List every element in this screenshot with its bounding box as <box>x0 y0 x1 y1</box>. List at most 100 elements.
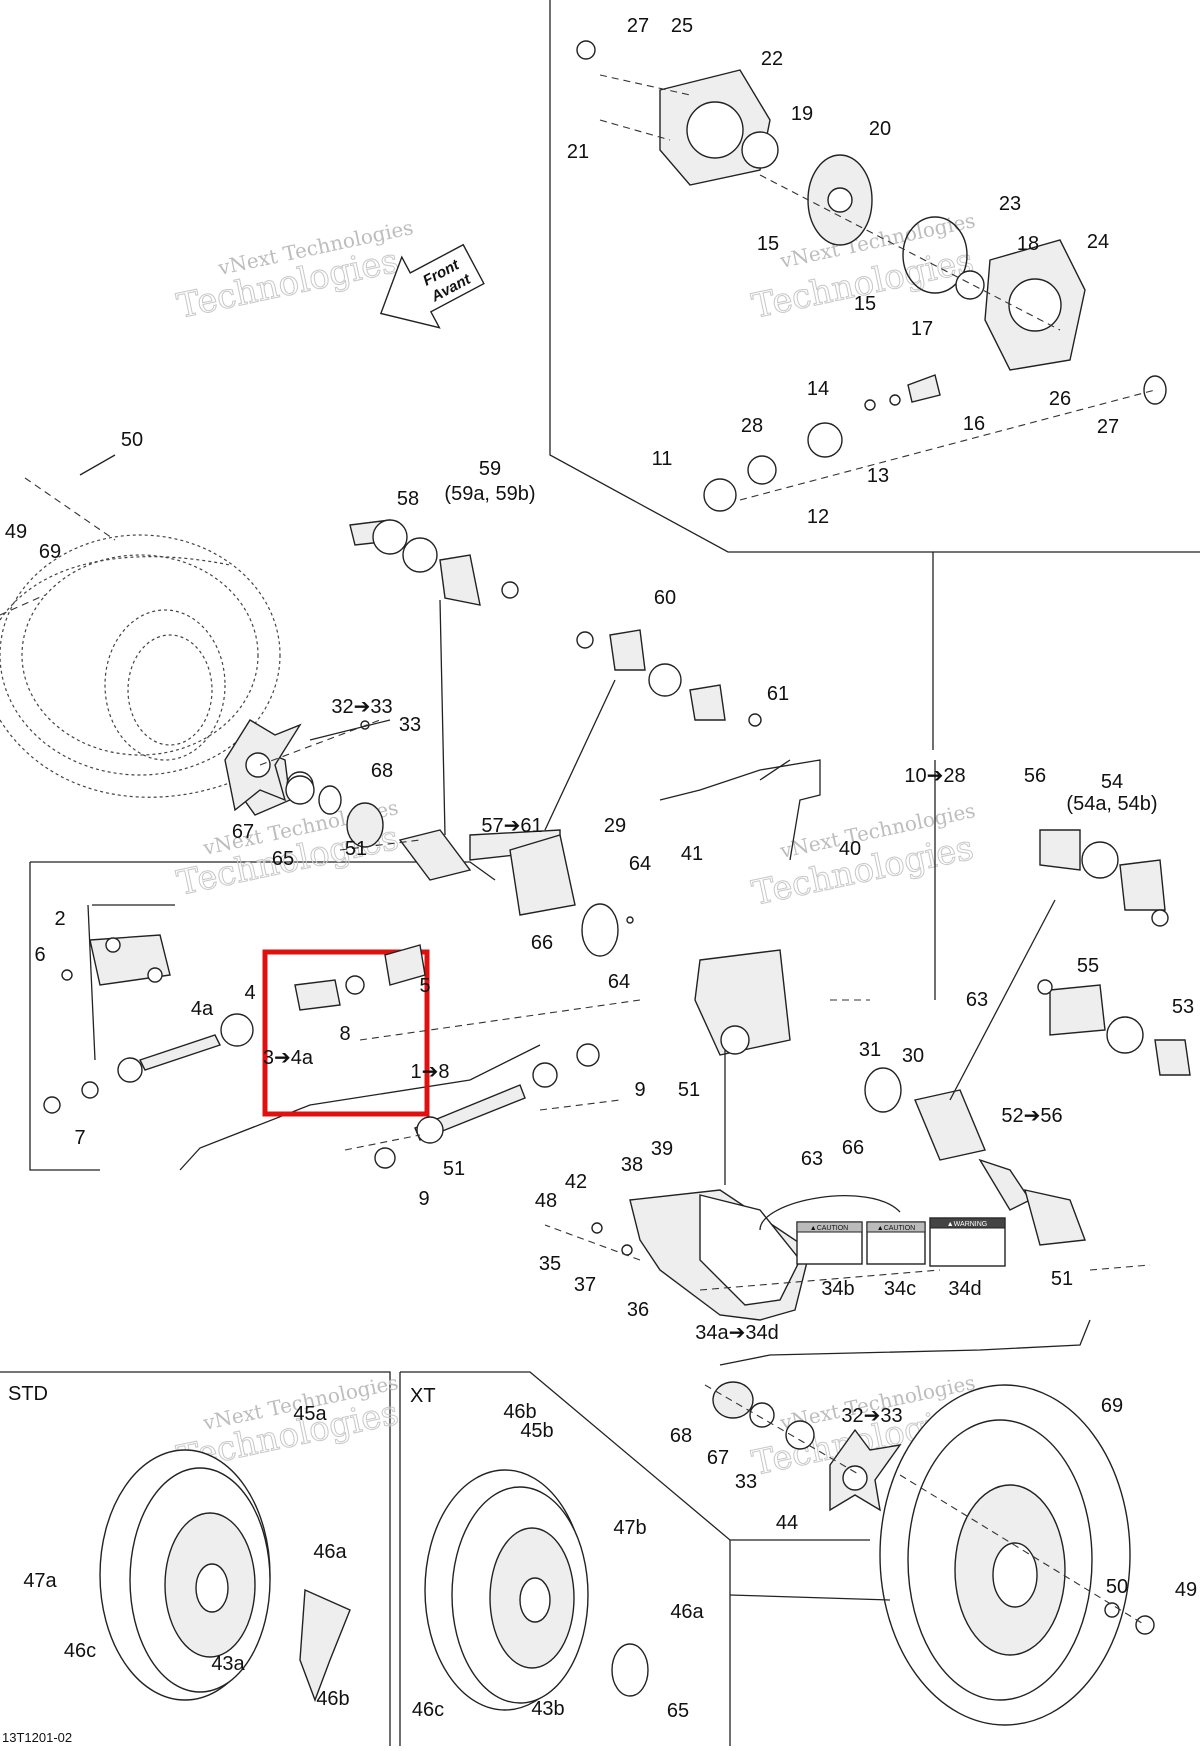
propeller-shafts <box>43 934 600 1169</box>
section-title-xt: XT <box>410 1385 436 1407</box>
part-label: 67 <box>707 1447 729 1469</box>
part-label: 7 <box>74 1127 85 1149</box>
part-label: 60 <box>654 587 676 609</box>
part-label: 22 <box>761 48 783 70</box>
std-wheel <box>99 1449 351 1702</box>
part-label: 34d <box>948 1278 981 1300</box>
part-label: 15 <box>757 233 779 255</box>
part-label: 15 <box>854 293 876 315</box>
part-label: 36 <box>627 1299 649 1321</box>
section-title-std: STD <box>8 1383 48 1405</box>
part-label: 39 <box>651 1138 673 1160</box>
part-label: 57➔61 <box>481 815 542 837</box>
part-label: 54 <box>1101 771 1123 793</box>
part-label: 64 <box>608 971 630 993</box>
right-hub <box>712 1381 1155 1635</box>
part-label: 23 <box>999 193 1021 215</box>
part-label: 9 <box>634 1079 645 1101</box>
part-label: 50 <box>121 429 143 451</box>
part-label: 8 <box>339 1023 350 1045</box>
part-label: 9 <box>418 1188 429 1210</box>
part-label: 68 <box>371 760 393 782</box>
part-label: 55 <box>1077 955 1099 977</box>
part-label: 63 <box>966 989 988 1011</box>
part-label: 33 <box>399 714 421 736</box>
part-label: 64 <box>629 853 651 875</box>
part-label: 4a <box>191 998 214 1020</box>
part-label: 30 <box>902 1045 924 1067</box>
part-label: 34a➔34d <box>695 1322 779 1344</box>
part-label: 27 <box>1097 416 1119 438</box>
right-tire <box>879 1384 1131 1726</box>
part-label: 27 <box>627 15 649 37</box>
part-label: (59a, 59b) <box>444 483 535 505</box>
part-label: 46b <box>316 1688 349 1710</box>
part-label: 51 <box>345 838 367 860</box>
part-label: 52➔56 <box>1001 1105 1062 1127</box>
part-label: 33 <box>735 1471 757 1493</box>
skid-plate <box>591 1189 811 1321</box>
part-label: 51 <box>678 1079 700 1101</box>
part-label: 47a <box>23 1570 57 1592</box>
part-label: 34c <box>884 1278 916 1300</box>
part-label: 6 <box>34 944 45 966</box>
highlight-box <box>262 949 430 1117</box>
part-label: 32➔33 <box>841 1405 902 1427</box>
part-label: 66 <box>842 1137 864 1159</box>
decal-34b-title: ▲CAUTION <box>810 1225 848 1232</box>
part-label: 5 <box>419 975 430 997</box>
part-label: 68 <box>670 1425 692 1447</box>
part-label: 21 <box>567 141 589 163</box>
part-label: 12 <box>807 506 829 528</box>
part-label: 50 <box>1106 1576 1128 1598</box>
part-label: 42 <box>565 1171 587 1193</box>
part-label: 14 <box>807 378 829 400</box>
part-label: 49 <box>1175 1579 1197 1601</box>
part-label: 26 <box>1049 388 1071 410</box>
part-label: 16 <box>963 413 985 435</box>
part-label: 61 <box>767 683 789 705</box>
part-label: 45a <box>293 1403 327 1425</box>
part-label: 31 <box>859 1039 881 1061</box>
part-label: 29 <box>604 815 626 837</box>
part-label: 18 <box>1017 233 1039 255</box>
footer-code: 13T1201-02 <box>2 1730 72 1745</box>
part-label: 24 <box>1087 231 1109 253</box>
part-label: 66 <box>531 932 553 954</box>
part-label: 46a <box>313 1541 347 1563</box>
part-label: 2 <box>54 908 65 930</box>
part-label: 43a <box>211 1653 245 1675</box>
part-label: 1➔8 <box>410 1061 449 1083</box>
differential-parts-top <box>576 40 1167 512</box>
part-label: 4 <box>244 982 255 1004</box>
part-label: (54a, 54b) <box>1066 793 1157 815</box>
part-label: 40 <box>839 838 861 860</box>
part-label: 46a <box>670 1601 704 1623</box>
part-label: 41 <box>681 843 703 865</box>
part-label: 35 <box>539 1253 561 1275</box>
part-label: 45b <box>520 1420 553 1442</box>
part-label: 59 <box>479 458 501 480</box>
decal-34c-title: ▲CAUTION <box>877 1225 915 1232</box>
part-label: 25 <box>671 15 693 37</box>
left-hub <box>224 719 370 812</box>
part-label: 67 <box>232 821 254 843</box>
part-label: 46c <box>64 1640 96 1662</box>
decal-34d-title: ▲WARNING <box>947 1221 988 1228</box>
part-label: 48 <box>535 1190 557 1212</box>
part-label: 51 <box>1051 1268 1073 1290</box>
part-label: 47b <box>613 1517 646 1539</box>
left-tire <box>0 534 281 798</box>
part-label: 58 <box>397 488 419 510</box>
part-label: 69 <box>39 541 61 563</box>
part-label: 51 <box>443 1158 465 1180</box>
part-label: 10➔28 <box>904 765 965 787</box>
part-label: 43b <box>531 1698 564 1720</box>
part-label: 63 <box>801 1148 823 1170</box>
part-label: 19 <box>791 103 813 125</box>
part-label: 69 <box>1101 1395 1123 1417</box>
part-label: 49 <box>5 521 27 543</box>
